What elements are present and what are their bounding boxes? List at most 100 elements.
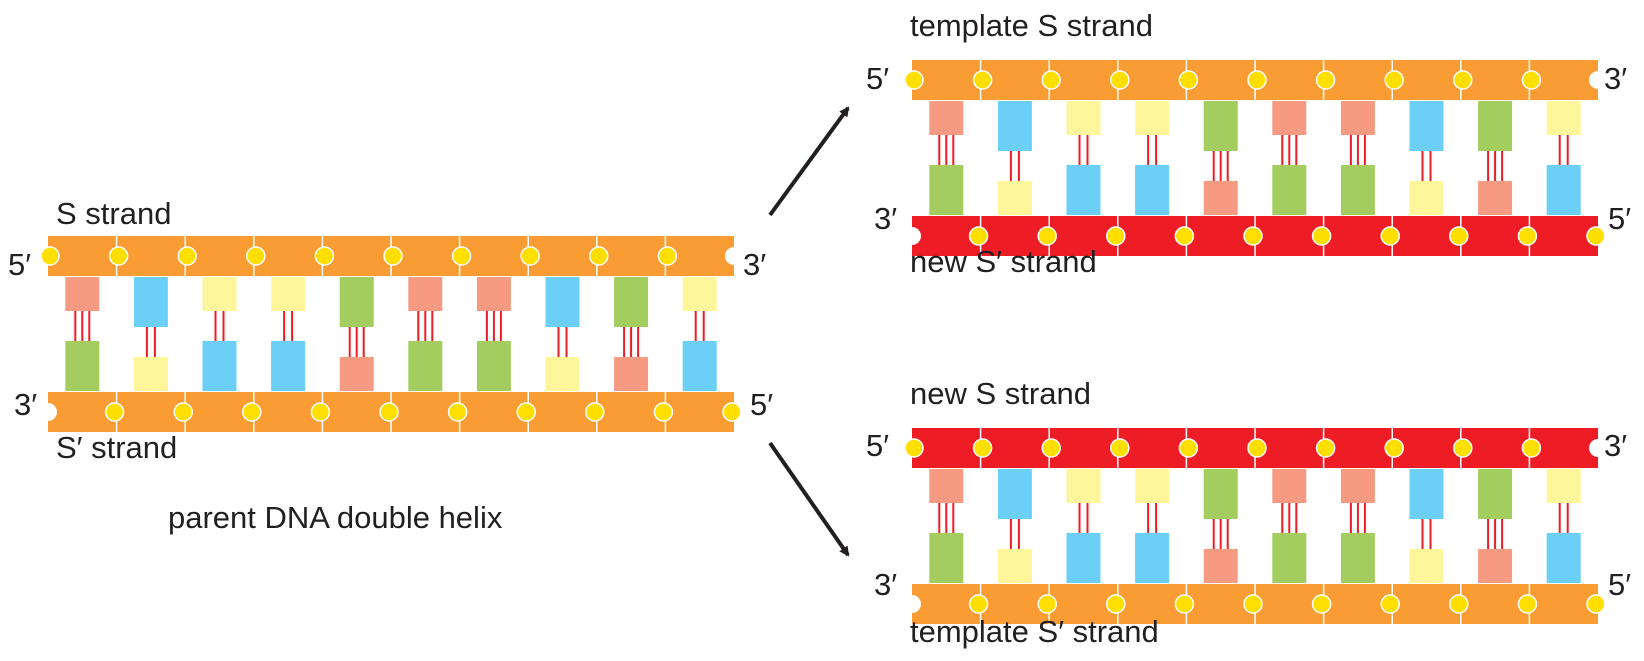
base-salmon	[1340, 101, 1375, 135]
base-blue	[682, 341, 717, 391]
phosphate-group	[1521, 438, 1542, 458]
base-yellow	[1546, 469, 1581, 503]
phosphate-group	[451, 246, 472, 266]
base-salmon	[1272, 101, 1307, 135]
daughter-bottom-bottom-right-end: 5′	[1608, 567, 1632, 602]
daughter-bottom-top-strand-label: new S strand	[910, 376, 1091, 411]
parent-bottom-left-end: 3′	[14, 387, 38, 422]
phosphate-group	[653, 402, 674, 422]
base-green	[408, 341, 443, 391]
phosphate-group	[104, 402, 125, 422]
phosphate-group	[1449, 594, 1469, 614]
daughter-helix-bottom	[903, 428, 1607, 624]
parent-top-strand-label: S strand	[56, 196, 172, 231]
phosphate-group	[1247, 438, 1267, 458]
daughter-bottom-top-right-end: 3′	[1604, 428, 1628, 463]
phosphate-group	[1311, 594, 1332, 614]
parent-bottom-strand-label: S′ strand	[56, 430, 178, 465]
base-green	[65, 341, 100, 391]
phosphate-group	[246, 246, 266, 266]
phosphate-group	[1315, 438, 1336, 458]
base-yellow	[202, 277, 237, 311]
base-green	[1340, 533, 1375, 583]
base-salmon	[476, 277, 511, 311]
base-salmon	[408, 277, 443, 311]
base-green	[1203, 101, 1238, 151]
base-green	[339, 277, 374, 327]
phosphate-group	[1243, 226, 1263, 246]
phosphate-group	[1110, 438, 1130, 458]
phosphate-group	[447, 402, 468, 422]
daughter-top-top-left-end: 5′	[866, 61, 890, 96]
base-blue	[997, 101, 1032, 151]
phosphate-group	[1247, 70, 1267, 90]
base-yellow	[682, 277, 717, 311]
phosphate-group	[1586, 226, 1606, 246]
phosphate-group	[968, 226, 989, 246]
base-salmon	[339, 357, 374, 391]
phosphate-group	[657, 246, 678, 266]
base-green	[1203, 469, 1238, 519]
phosphate-group	[173, 402, 193, 422]
bottom-sugar-phosphate-backbone-end-notch	[39, 403, 57, 421]
phosphate-group	[1311, 226, 1332, 246]
phosphate-group	[1453, 438, 1473, 458]
phosphate-group	[108, 246, 129, 266]
daughter-top-top-strand-label: template S strand	[910, 8, 1153, 43]
base-yellow	[1066, 469, 1101, 503]
base-salmon	[614, 357, 649, 391]
base-green	[1272, 165, 1307, 215]
phosphate-group	[904, 70, 924, 90]
base-yellow	[1135, 469, 1170, 503]
phosphate-group	[1041, 70, 1061, 90]
phosphate-group	[1521, 70, 1542, 90]
base-yellow	[271, 277, 306, 311]
base-blue	[1135, 165, 1170, 215]
phosphate-group	[1106, 226, 1126, 246]
arrow-to-top-daughter	[768, 106, 850, 217]
phosphate-group	[1380, 226, 1400, 246]
base-salmon	[1272, 469, 1307, 503]
base-green	[1478, 101, 1513, 151]
phosphate-group	[1174, 226, 1195, 246]
phosphate-group	[1449, 226, 1469, 246]
base-salmon	[1203, 549, 1238, 583]
phosphate-group	[968, 594, 989, 614]
phosphate-group	[1041, 438, 1061, 458]
phosphate-group	[1174, 594, 1195, 614]
phosphate-group	[585, 402, 605, 422]
base-blue	[997, 469, 1032, 519]
parent-caption: parent DNA double helix	[168, 500, 503, 535]
phosphate-group	[1178, 438, 1199, 458]
phosphate-group	[177, 246, 197, 266]
daughter-bottom-top-left-end: 5′	[866, 428, 890, 463]
base-green	[929, 165, 964, 215]
phosphate-group	[1453, 70, 1473, 90]
base-blue	[133, 277, 168, 327]
base-blue	[1066, 533, 1101, 583]
phosphate-group	[1384, 438, 1404, 458]
base-yellow	[1409, 549, 1444, 583]
phosphate-group	[310, 402, 331, 422]
parent-helix	[39, 236, 743, 432]
bottom-sugar-phosphate-backbone-end-notch	[903, 227, 921, 245]
parent-top-right-end: 3′	[743, 247, 767, 282]
daughter-top-bottom-right-end: 5′	[1608, 201, 1632, 236]
phosphate-group	[1037, 226, 1057, 246]
base-blue	[1409, 469, 1444, 519]
base-blue	[1409, 101, 1444, 151]
top-sugar-phosphate-backbone-end-notch	[1589, 439, 1607, 457]
base-yellow	[997, 181, 1032, 215]
daughter-bottom-bottom-left-end: 3′	[874, 567, 898, 602]
phosphate-group	[1110, 70, 1130, 90]
phosphate-group	[40, 246, 60, 266]
phosphate-group	[722, 402, 742, 422]
bottom-sugar-phosphate-backbone-end-notch	[903, 595, 921, 613]
phosphate-group	[242, 402, 262, 422]
phosphate-group	[972, 70, 993, 90]
phosphate-group	[379, 402, 399, 422]
phosphate-group	[314, 246, 335, 266]
top-sugar-phosphate-backbone-end-notch	[725, 247, 743, 265]
